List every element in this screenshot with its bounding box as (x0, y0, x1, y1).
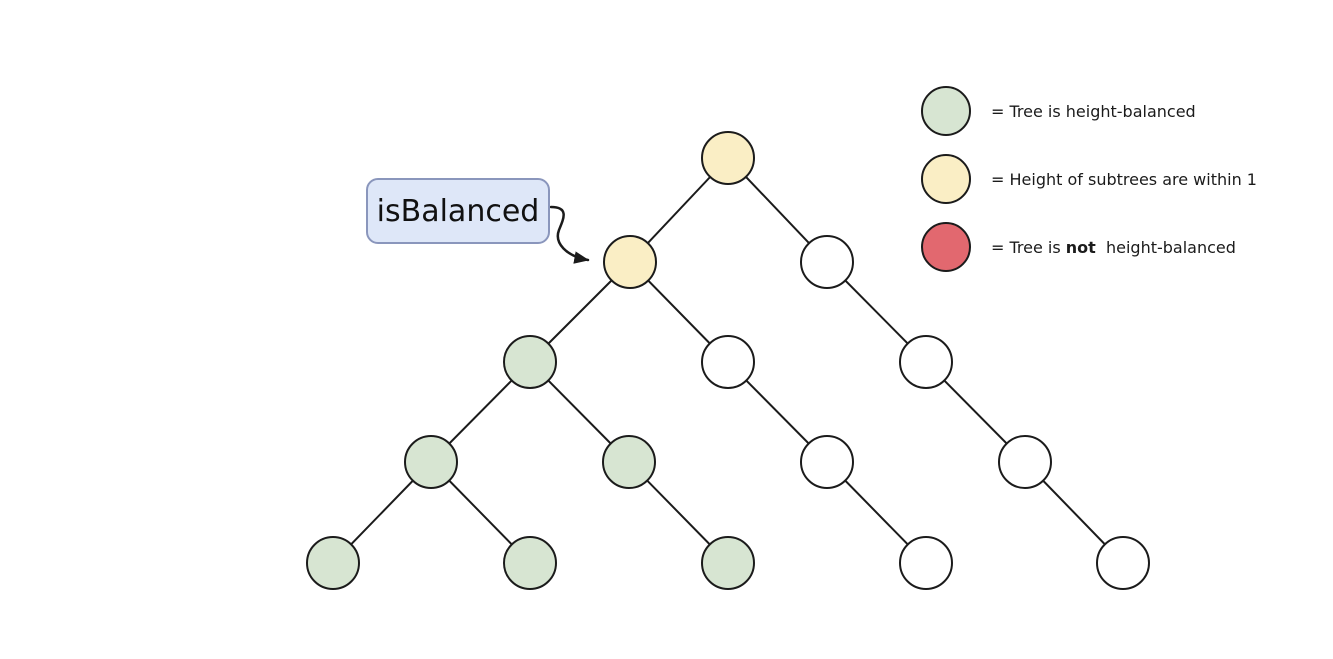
tree-node-R (800, 235, 854, 289)
legend: = Tree is height-balanced = Height of su… (921, 86, 1257, 272)
tree-node-RR (899, 335, 953, 389)
tree-node-LLRR (701, 536, 755, 590)
isbalanced-arrow (549, 205, 590, 264)
tree-node-root (701, 131, 755, 185)
legend-item-balanced: = Tree is height-balanced (921, 86, 1257, 136)
legend-label-within-one: = Height of subtrees are within 1 (991, 169, 1257, 189)
legend-label-balanced: = Tree is height-balanced (991, 101, 1196, 121)
tree-node-LLLR (503, 536, 557, 590)
tree-node-LLL (404, 435, 458, 489)
isbalanced-label: isBalanced (376, 193, 540, 229)
tree-node-L (603, 235, 657, 289)
tree-node-LL (503, 335, 557, 389)
isbalanced-callout: isBalanced (366, 178, 550, 244)
tree-node-RRRR (1096, 536, 1150, 590)
tree-nodes (306, 131, 1150, 590)
tree-node-LR (701, 335, 755, 389)
tree-node-LRR (800, 435, 854, 489)
legend-label-not-balanced: = Tree is not height-balanced (991, 237, 1236, 257)
tree-node-LRRR (899, 536, 953, 590)
legend-circle-red (921, 222, 971, 272)
tree-node-RRR (998, 435, 1052, 489)
legend-item-within-one: = Height of subtrees are within 1 (921, 154, 1257, 204)
tree-node-LLLL (306, 536, 360, 590)
legend-circle-yellow (921, 154, 971, 204)
tree-node-LLR (602, 435, 656, 489)
legend-circle-green (921, 86, 971, 136)
legend-item-not-balanced: = Tree is not height-balanced (921, 222, 1257, 272)
